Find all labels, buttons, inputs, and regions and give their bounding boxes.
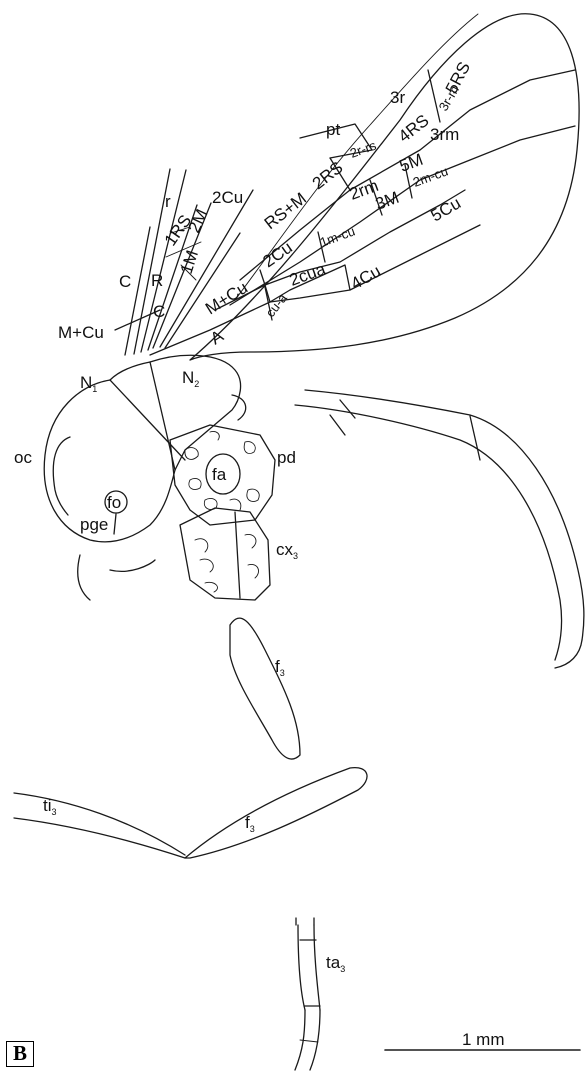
lower-leg <box>14 768 367 858</box>
leg-segment-2 <box>295 405 562 660</box>
label-r: R <box>151 271 163 290</box>
coxa-texture <box>195 534 259 592</box>
label-1m-cu: 1m-cu <box>318 223 357 249</box>
label-fa: fa <box>212 465 227 484</box>
coxa-cx3 <box>180 508 270 600</box>
label-m-cu: M+Cu <box>202 278 251 318</box>
label-pge: pge <box>80 515 108 534</box>
label-n1: N1 <box>80 373 97 394</box>
scale-bar-label: 1 mm <box>462 1030 505 1049</box>
label-3r: 3r <box>390 88 405 107</box>
label-oc: oc <box>14 448 32 467</box>
leg-joint <box>470 416 480 460</box>
body <box>44 355 275 600</box>
label-pd: pd <box>277 448 296 467</box>
tarsus-ta3 <box>295 918 320 1070</box>
label-c-2: C <box>153 302 165 321</box>
label-ti3: ti3 <box>43 796 57 817</box>
label-4rs: 4RS <box>395 111 433 146</box>
label-f3-upper: f3 <box>275 657 285 678</box>
tibia-ti3 <box>14 793 185 858</box>
body-labels: N1 N2 oc fo pge fa pd cx3 f3 ti3 f3 ta3 <box>14 368 345 974</box>
basal-labels: r 1RS 2M 2Cu 1M R C C M+Cu <box>58 188 243 342</box>
crossvein-3r-m <box>428 70 440 122</box>
label-rs-m: RS+M <box>261 189 310 233</box>
label-f3-lower: f3 <box>245 813 255 834</box>
eye-oc <box>53 437 70 515</box>
label-2cua: 2cua <box>287 259 329 290</box>
label-3rm: 3rm <box>430 125 459 144</box>
leg-spine <box>330 400 355 435</box>
mesonotum-n2 <box>110 355 241 470</box>
pronotum-n1 <box>110 362 175 470</box>
head <box>44 380 175 542</box>
label-a: A <box>207 326 227 348</box>
femur-f3-upper <box>230 618 300 759</box>
label-2cu: 2Cu <box>259 238 295 271</box>
label-2rs: 2RS <box>309 158 347 193</box>
label-pt: pt <box>326 120 340 139</box>
hind-leg-right <box>295 390 584 668</box>
label-2cu-basal: 2Cu <box>212 188 243 207</box>
label-n2: N2 <box>182 368 199 389</box>
label-5cu: 5Cu <box>428 193 465 225</box>
panel-letter: B <box>6 1041 34 1067</box>
label-fo: fo <box>107 493 121 512</box>
femur-f3-lower <box>185 768 367 858</box>
label-c-1: C <box>119 272 131 291</box>
pge-line <box>114 514 116 534</box>
leg-segment-1 <box>305 390 584 640</box>
label-r-lower: r <box>165 192 171 211</box>
label-cx3: cx3 <box>276 540 298 561</box>
lower-head <box>78 555 155 600</box>
label-m-cu-basal: M+Cu <box>58 323 104 342</box>
label-2r-rs: 2r-rs <box>348 137 379 160</box>
label-ta3: ta3 <box>326 953 345 974</box>
coxa-divider <box>235 512 240 598</box>
wing-outline <box>190 14 579 360</box>
